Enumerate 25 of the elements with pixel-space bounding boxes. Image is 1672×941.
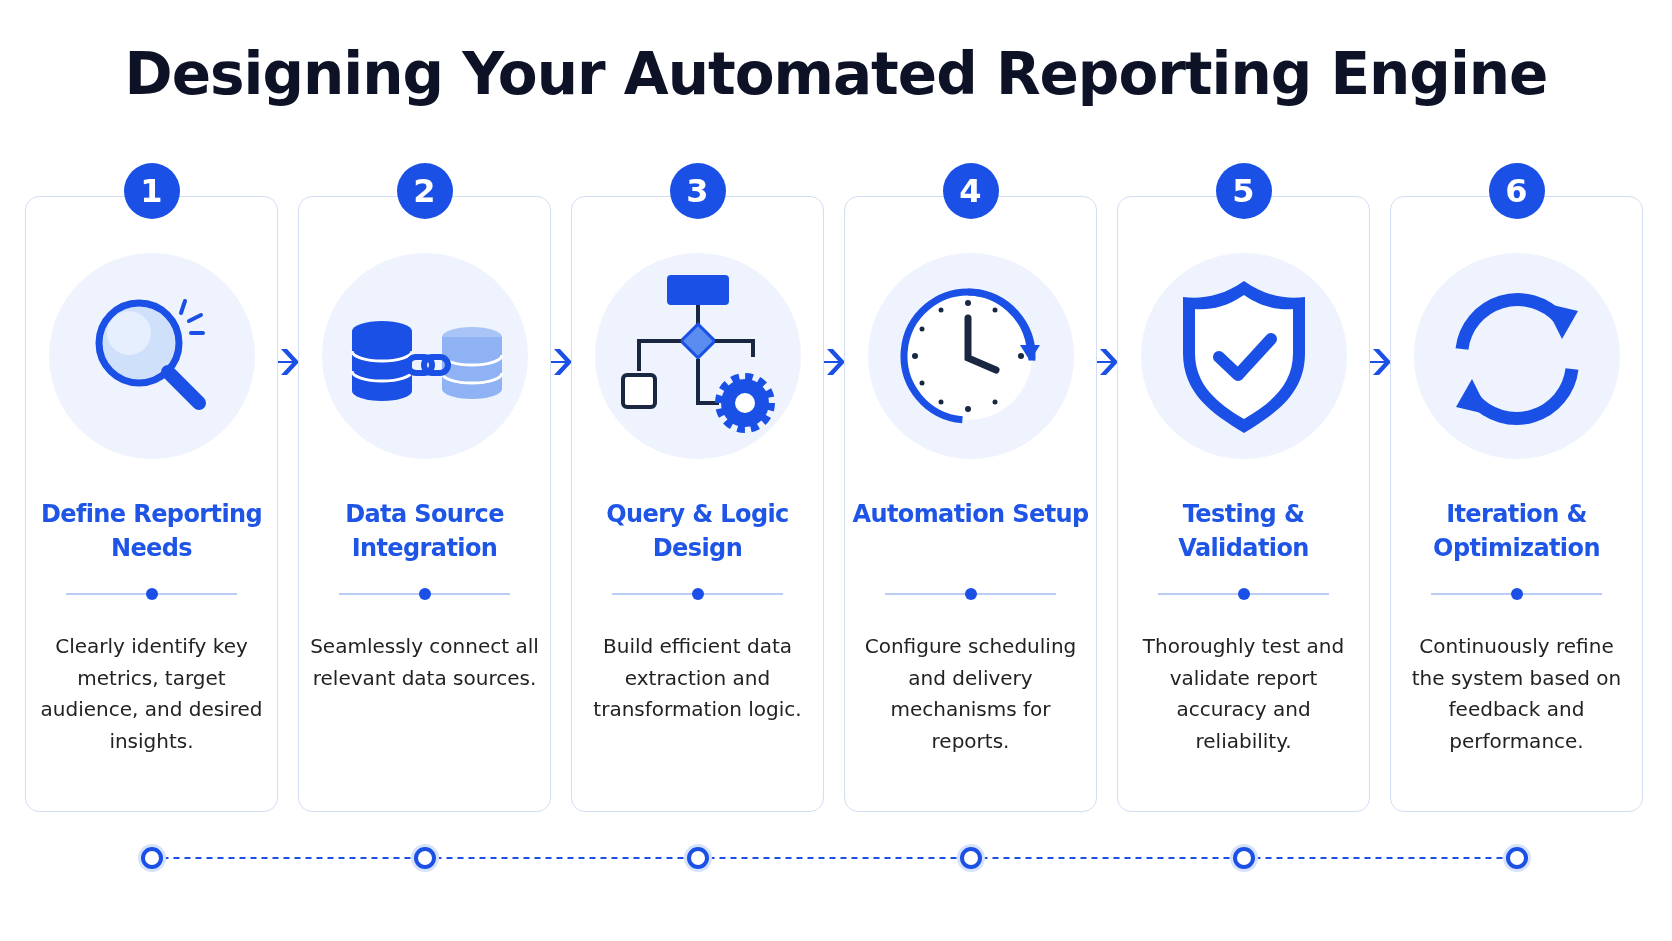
step-description: Seamlessly connect all relevant data sources. — [309, 633, 540, 692]
timeline-marker — [413, 847, 436, 869]
step-description: Build efficient data extraction and transformation logic. — [592, 633, 803, 723]
step-number: 3 — [669, 163, 726, 219]
timeline-marker — [1505, 847, 1528, 869]
step-number: 2 — [396, 163, 453, 219]
timeline-marker — [686, 847, 709, 869]
step-number: 4 — [942, 163, 999, 219]
step-title: Query & Logic Design — [605, 499, 790, 564]
step-title: Automation Setup — [851, 499, 1090, 530]
step-number: 5 — [1215, 163, 1272, 219]
step-title: Define Reporting Needs — [39, 499, 264, 564]
step-title: Iteration & Optimization — [1432, 499, 1601, 564]
title: Designing Your Automated Reporting Engine — [123, 40, 1549, 108]
step-description: Thoroughly test and validate report accuracy and reliability. — [1141, 633, 1346, 755]
step-title: Data Source Integration — [344, 499, 505, 564]
timeline-marker — [1232, 847, 1255, 869]
step-number: 1 — [123, 163, 180, 219]
step-number: 6 — [1488, 163, 1545, 219]
step-description: Continuously refine the system based on feedback and performance. — [1410, 633, 1623, 755]
step-description: Configure scheduling and delivery mechanisms for reports. — [863, 633, 1078, 755]
step-title: Testing & Validation — [1177, 499, 1310, 564]
timeline-marker — [140, 847, 163, 869]
timeline-marker — [959, 847, 982, 869]
step-description: Clearly identify key metrics, target audience, and desired insights. — [39, 633, 264, 755]
